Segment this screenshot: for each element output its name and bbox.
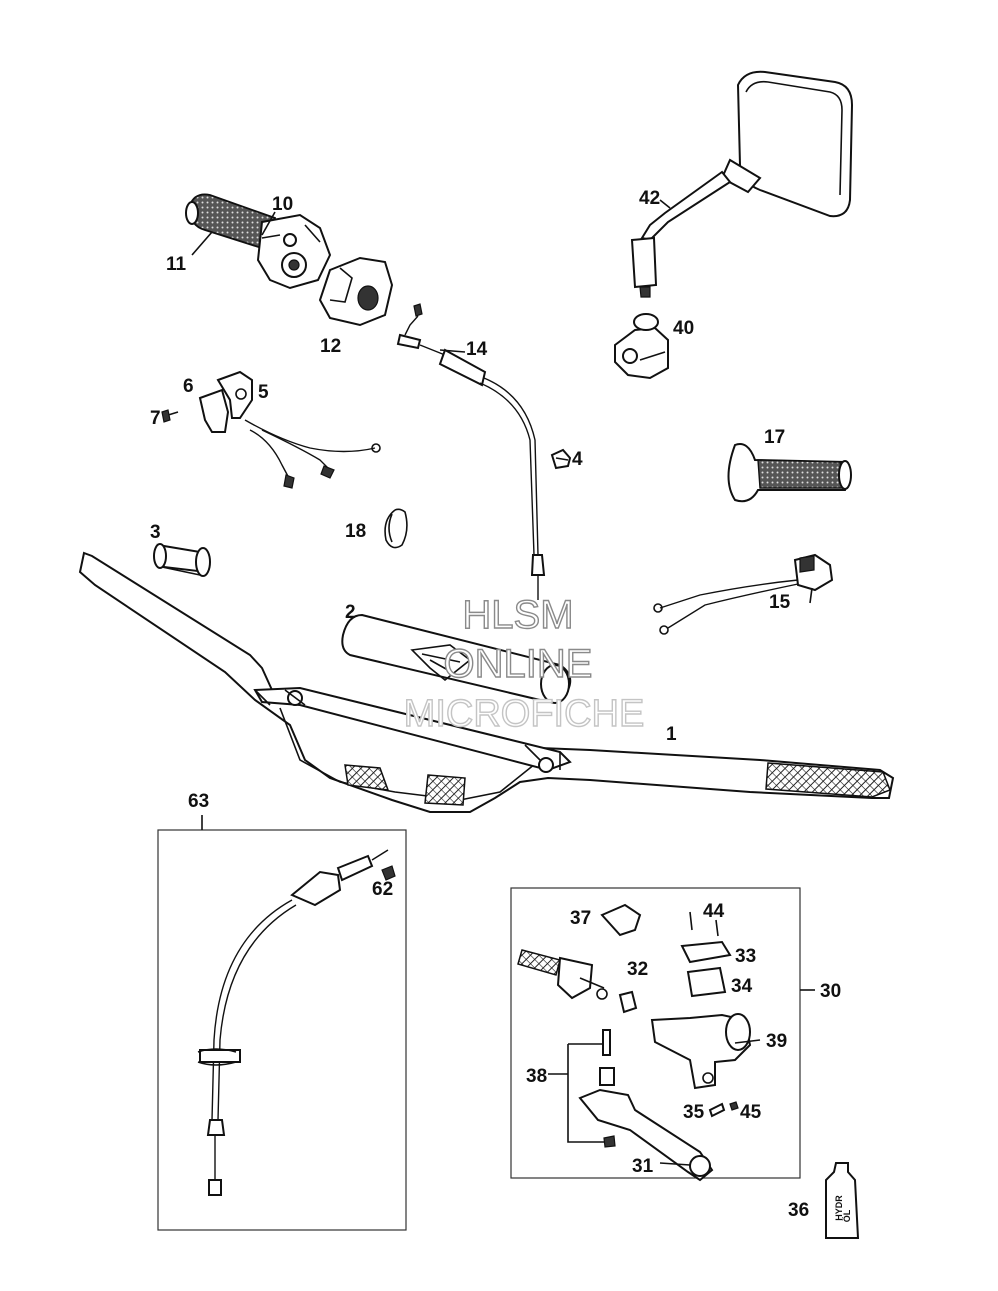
- callouts: 1 2 3 4 5 6 7 10 11 12 14 15 17 18 30 31…: [150, 188, 841, 1221]
- callout-12: 12: [320, 336, 341, 357]
- callout-45: 45: [740, 1102, 762, 1123]
- callout-40: 40: [673, 318, 694, 339]
- hydraulic-oil-bottle: HYDR ÖL: [825, 1162, 860, 1239]
- callout-35: 35: [683, 1102, 705, 1123]
- kit-box-63: [157, 815, 407, 1231]
- clamp-screw: [161, 409, 179, 423]
- watermark: HLSM ONLINE MICROFICHE: [403, 592, 645, 735]
- left-grip: [727, 443, 852, 503]
- leader-lines: [191, 199, 813, 1166]
- callout-7: 7: [150, 408, 161, 429]
- throttle-grip: [185, 193, 332, 290]
- cable-nut: [550, 448, 572, 470]
- mirror: [630, 70, 854, 298]
- callout-2: 2: [345, 602, 356, 623]
- callout-39: 39: [766, 1031, 787, 1052]
- callout-38: 38: [526, 1066, 547, 1087]
- bottle-label-line2: ÖL: [842, 1209, 852, 1222]
- cable-tie: [384, 508, 408, 549]
- throttle-cable: [396, 303, 546, 600]
- kill-switch: [653, 553, 834, 635]
- callout-3: 3: [150, 522, 161, 543]
- callout-33: 33: [735, 946, 756, 967]
- callout-10: 10: [272, 194, 293, 215]
- callout-6: 6: [183, 376, 194, 397]
- watermark-line2: ONLINE: [444, 642, 593, 686]
- kit-box-30: [510, 887, 815, 1182]
- watermark-line3: MICROFICHE: [404, 693, 645, 735]
- watermark-line1: HLSM: [462, 593, 573, 637]
- mirror-clamp: [614, 313, 669, 380]
- callout-11: 11: [166, 254, 187, 275]
- callout-42: 42: [639, 188, 660, 209]
- callout-31: 31: [632, 1156, 654, 1177]
- bottle-label-line1: HYDR: [834, 1195, 844, 1221]
- crossbar-pad: [341, 613, 572, 704]
- handlebar: [78, 551, 895, 813]
- callout-32: 32: [627, 959, 648, 980]
- callout-18: 18: [345, 521, 366, 542]
- callout-17: 17: [764, 427, 785, 448]
- spacer-sleeve: [153, 543, 211, 577]
- callout-37: 37: [570, 908, 591, 929]
- callout-44: 44: [703, 901, 725, 922]
- callout-15: 15: [769, 592, 791, 613]
- callout-4: 4: [572, 449, 583, 470]
- callout-14: 14: [466, 339, 488, 360]
- callout-1: 1: [666, 724, 677, 745]
- callout-36: 36: [788, 1200, 809, 1221]
- callout-34: 34: [731, 976, 753, 997]
- callout-62: 62: [372, 879, 393, 900]
- callout-63: 63: [188, 791, 209, 812]
- switch-clamp: [198, 370, 381, 489]
- callout-5: 5: [258, 382, 269, 403]
- throttle-cover: [318, 256, 394, 327]
- callout-30: 30: [820, 981, 841, 1002]
